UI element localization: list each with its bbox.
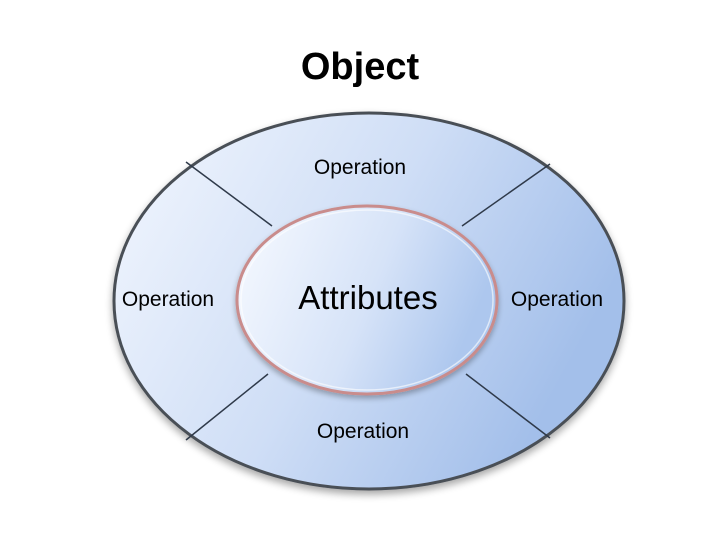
operation-label-bottom: Operation	[316, 420, 410, 443]
operation-label-left: Operation	[121, 288, 215, 311]
divider-bottom-right	[465, 373, 551, 439]
inner-ellipse-highlight	[240, 209, 494, 391]
divider-top-right	[461, 163, 551, 227]
divider-top-left	[185, 161, 273, 227]
diagram-title: Object	[300, 46, 420, 88]
operation-label-right: Operation	[510, 288, 604, 311]
attributes-label: Attributes	[298, 279, 438, 316]
operation-label-top: Operation	[313, 156, 407, 179]
inner-ellipse	[235, 204, 499, 396]
divider-bottom-left	[185, 373, 269, 441]
